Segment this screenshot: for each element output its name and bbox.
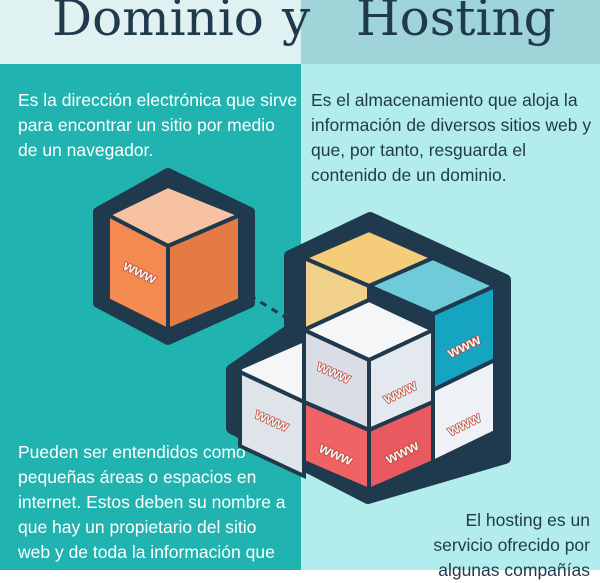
hosting-definition: Es el almacenamiento que aloja la inform… xyxy=(311,90,592,185)
title-conjunction: y xyxy=(282,0,311,47)
title-band-right xyxy=(301,0,600,64)
domain-cube xyxy=(93,168,255,345)
title-dominio: Dominio xyxy=(52,0,264,47)
dominio-extra-text: Pueden ser entendidos como pequeñas área… xyxy=(18,442,286,562)
dominio-definition: Es la dirección electrónica que sirve pa… xyxy=(18,90,298,160)
hosting-cube xyxy=(226,212,511,504)
title-band-left xyxy=(0,0,301,64)
cube-illustration: www xyxy=(93,168,511,504)
title-hosting: Hosting xyxy=(356,0,556,47)
